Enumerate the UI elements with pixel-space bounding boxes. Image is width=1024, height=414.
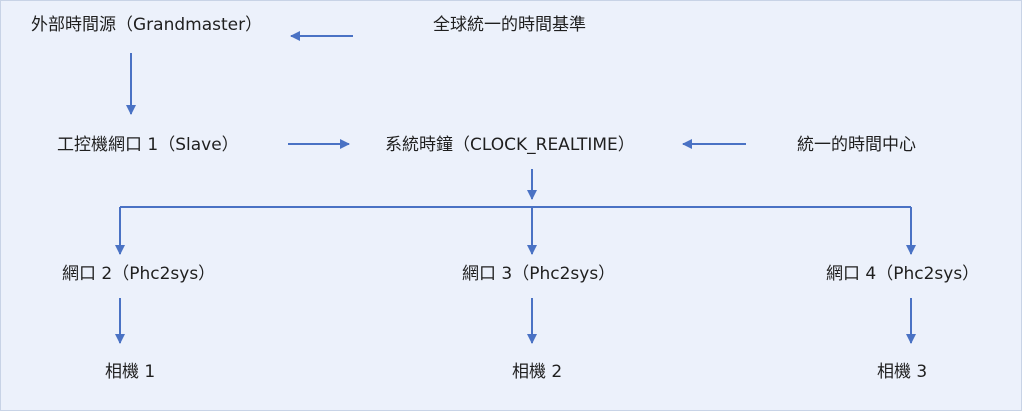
node-camera3: 相機 3 <box>877 362 928 382</box>
node-camera1: 相機 1 <box>105 362 156 382</box>
node-port4: 網口 4（Phc2sys） <box>826 264 980 284</box>
note-global-time-basis: 全球統一的時間基準 <box>433 15 586 35</box>
node-grandmaster: 外部時間源（Grandmaster） <box>31 15 263 35</box>
node-system-clock: 系統時鐘（CLOCK_REALTIME） <box>385 135 635 155</box>
note-time-center: 統一的時間中心 <box>797 135 916 155</box>
node-port3: 網口 3（Phc2sys） <box>462 264 616 284</box>
node-port2: 網口 2（Phc2sys） <box>62 264 216 284</box>
node-camera2: 相機 2 <box>512 362 563 382</box>
node-ipc-port1: 工控機網口 1（Slave） <box>57 135 239 155</box>
